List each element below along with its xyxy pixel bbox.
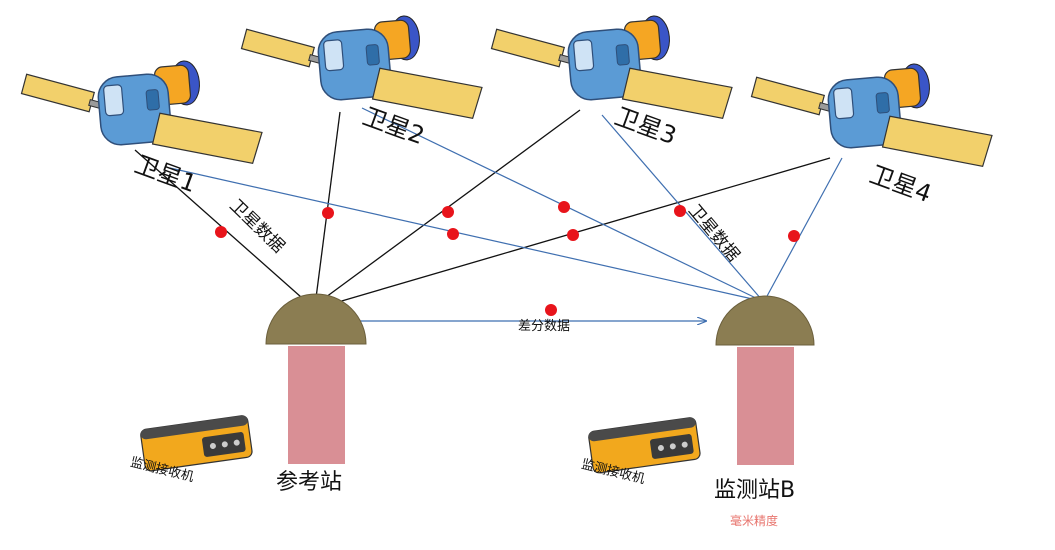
signal-sat4-monitor — [765, 157, 843, 299]
monitor-station — [715, 295, 815, 465]
data-dot — [788, 230, 800, 242]
signal-sat4-reference — [327, 157, 831, 306]
monitor-station-label: 监测站B — [714, 478, 796, 503]
data-dot — [558, 201, 570, 213]
data-dots — [215, 201, 800, 316]
reference-station — [265, 293, 367, 464]
monitor-pillar — [737, 347, 794, 465]
reference-station-label: 参考站 — [276, 470, 343, 495]
data-dot — [545, 304, 557, 316]
monitor-signal-lines — [169, 107, 843, 301]
data-dot — [442, 206, 454, 218]
data-dot — [447, 228, 459, 240]
receiver-right-icon — [588, 417, 701, 474]
reference-pillar — [288, 346, 345, 464]
signal-sat3-reference — [321, 109, 581, 301]
monitor-antenna-dome — [715, 295, 815, 346]
receiver-left-icon — [140, 415, 253, 472]
signal-sat1-monitor — [169, 167, 758, 301]
differential-data-label: 差分数据 — [518, 319, 571, 334]
precision-label: 毫米精度 — [730, 514, 779, 528]
satellite-3-icon — [489, 8, 736, 139]
reference-antenna-dome — [265, 293, 367, 345]
data-dot — [567, 229, 579, 241]
signal-sat2-reference — [315, 111, 341, 299]
data-dot — [215, 226, 227, 238]
data-dot — [322, 207, 334, 219]
data-dot — [674, 205, 686, 217]
